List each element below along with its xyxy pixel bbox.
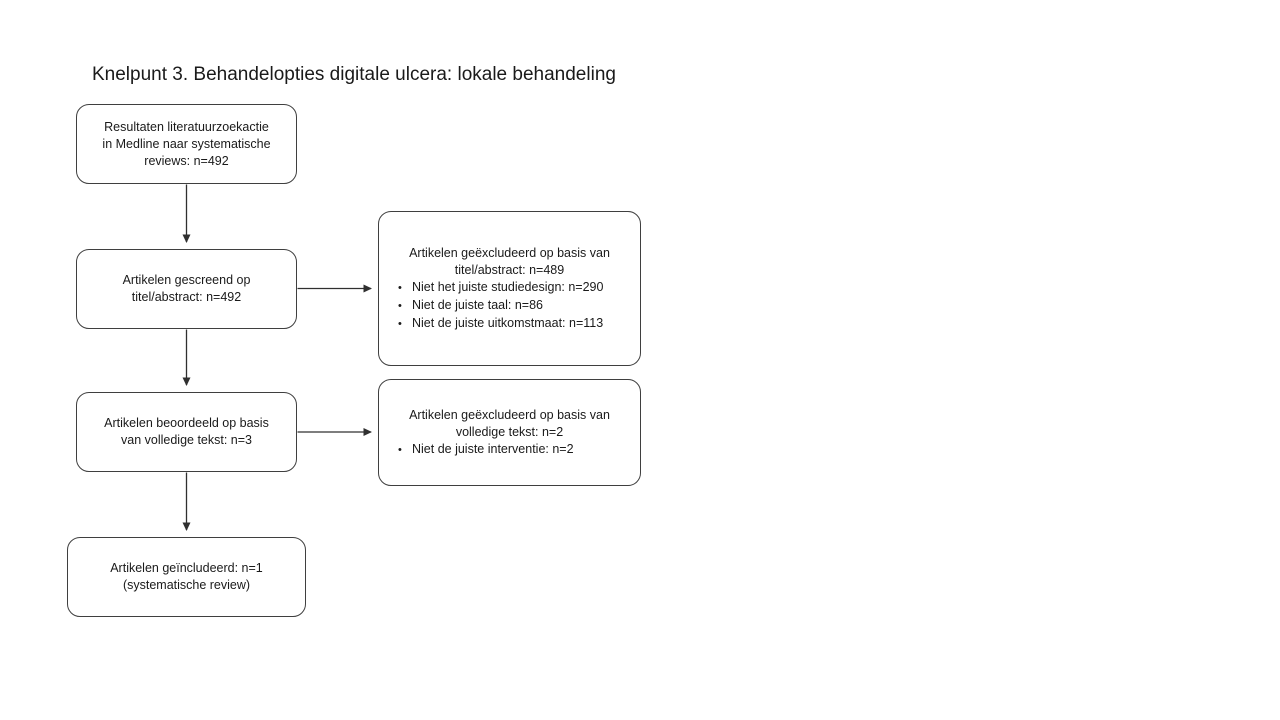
- node-text-line: Artikelen geïncludeerd: n=1: [110, 561, 263, 575]
- node-text-line: volledige tekst: n=2: [455, 424, 564, 439]
- flow-node-screened: Artikelen gescreend op titel/abstract: n…: [76, 249, 297, 329]
- bullet-icon: •: [398, 317, 402, 330]
- node-text-line: Artikelen gescreend op: [122, 273, 251, 287]
- page-title: Knelpunt 3. Behandelopties digitale ulce…: [92, 64, 616, 85]
- node-text-line: Artikelen geëxcludeerd op basis van: [409, 407, 610, 422]
- bullet-text: Niet de juiste uitkomstmaat: n=113: [412, 315, 604, 330]
- node-text-line: (systematische review): [122, 578, 251, 592]
- node-text-line: van volledige tekst: n=3: [121, 433, 252, 447]
- node-text-line: in Medline naar systematische: [102, 136, 271, 151]
- flow-node-search-results: Resultaten literatuurzoekactie in Medlin…: [76, 104, 297, 184]
- node-text-line: titel/abstract: n=492: [131, 290, 242, 304]
- flow-node-fulltext-assessed: Artikelen beoordeeld op basis van volled…: [76, 392, 297, 472]
- bullet-text: Niet de juiste interventie: n=2: [412, 441, 574, 456]
- flow-node-excluded-fulltext: Artikelen geëxcludeerd op basis van voll…: [378, 379, 641, 486]
- bullet-text: Niet het juiste studiedesign: n=290: [412, 279, 604, 294]
- bullet-item: • Niet de juiste taal: n=86: [379, 297, 640, 315]
- flow-node-included: Artikelen geïncludeerd: n=1 (systematisc…: [67, 537, 306, 617]
- bullet-item: • Niet de juiste uitkomstmaat: n=113: [379, 315, 640, 333]
- bullet-icon: •: [398, 443, 402, 456]
- node-text-line: Artikelen beoordeeld op basis: [104, 416, 269, 430]
- node-text-line: titel/abstract: n=489: [454, 262, 565, 277]
- node-text-line: Resultaten literatuurzoekactie: [104, 119, 269, 134]
- bullet-item: • Niet het juiste studiedesign: n=290: [379, 279, 640, 297]
- flow-node-excluded-title-abstract: Artikelen geëxcludeerd op basis van tite…: [378, 211, 641, 366]
- bullet-item: • Niet de juiste interventie: n=2: [379, 441, 640, 459]
- node-text-line: reviews: n=492: [144, 153, 229, 168]
- bullet-icon: •: [398, 281, 402, 294]
- node-text-line: Artikelen geëxcludeerd op basis van: [409, 245, 610, 260]
- bullet-icon: •: [398, 299, 402, 312]
- bullet-text: Niet de juiste taal: n=86: [412, 297, 543, 312]
